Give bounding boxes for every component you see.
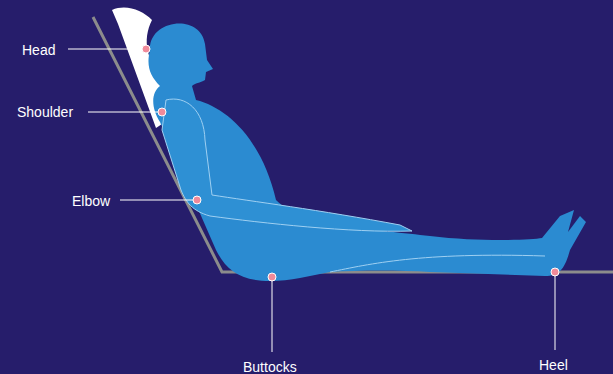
leader-line xyxy=(120,200,197,201)
pressure-dot xyxy=(193,196,201,204)
pressure-dot xyxy=(142,45,150,53)
leader-line xyxy=(555,272,556,350)
leg-outline xyxy=(330,255,545,272)
body-part-label: Elbow xyxy=(72,193,110,209)
leader-line xyxy=(68,49,146,50)
body-part-label: Head xyxy=(22,42,55,58)
pressure-dot xyxy=(268,273,276,281)
body-part-label: Shoulder xyxy=(17,104,73,120)
leader-line xyxy=(88,112,162,113)
body-silhouette xyxy=(148,23,586,281)
body-part-label: Heel xyxy=(539,357,568,373)
pressure-dot xyxy=(551,268,559,276)
arm-outline xyxy=(162,99,412,231)
pressure-dot xyxy=(158,108,166,116)
leader-line xyxy=(272,277,273,352)
body-part-label: Buttocks xyxy=(243,359,297,374)
